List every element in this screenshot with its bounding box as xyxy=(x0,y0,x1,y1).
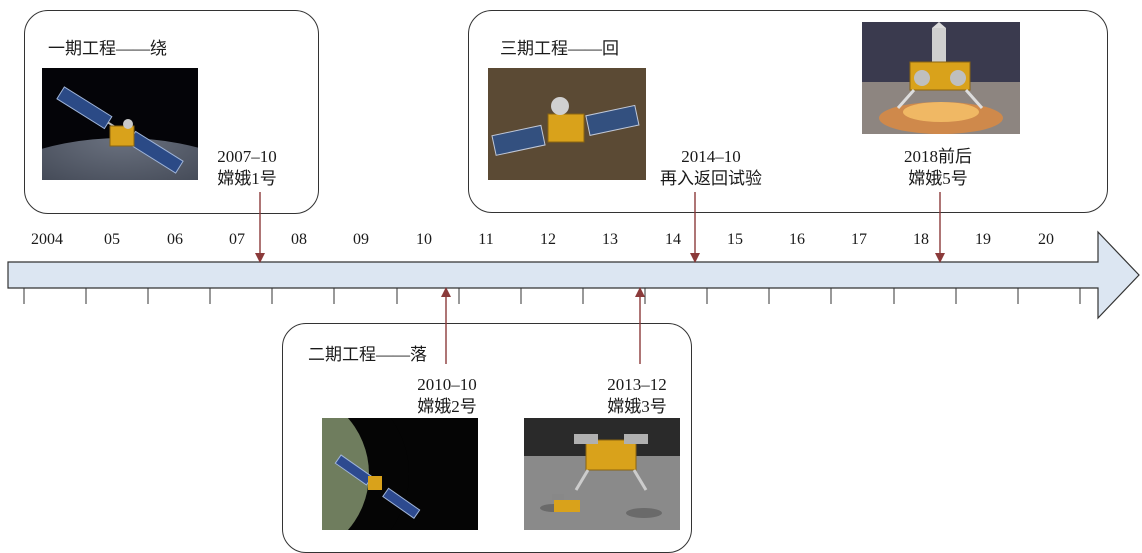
year-label-13: 13 xyxy=(602,231,618,248)
event-name-change-2: 嫦娥2号 xyxy=(417,397,477,416)
event-date-reentry-test: 2014–10 xyxy=(681,147,741,166)
event-date-change-5: 2018前后 xyxy=(904,147,972,166)
event-label-change-2: 2010–10 嫦娥2号 xyxy=(402,374,492,418)
year-label-09: 09 xyxy=(353,231,369,248)
event-name-change-3: 嫦娥3号 xyxy=(607,397,667,416)
event-name-change-1: 嫦娥1号 xyxy=(217,169,277,188)
year-label-07: 07 xyxy=(229,231,245,248)
timeline-ticks xyxy=(23,288,1081,304)
event-date-change-3: 2013–12 xyxy=(607,375,667,394)
year-label-05: 05 xyxy=(104,231,120,248)
event-label-change-1: 2007–10 嫦娥1号 xyxy=(202,146,292,190)
year-label-12: 12 xyxy=(540,231,556,248)
year-label-15: 15 xyxy=(727,231,743,248)
photo-change-5-lander xyxy=(862,22,1020,134)
event-date-change-2: 2010–10 xyxy=(417,375,477,394)
phase-title-3: 三期工程——回 xyxy=(500,39,619,58)
photo-change-3-reentry xyxy=(488,68,646,180)
year-label-2004: 2004 xyxy=(31,231,63,248)
year-label-14: 14 xyxy=(665,231,681,248)
photo-change-3-lander xyxy=(524,418,680,530)
event-label-change-5: 2018前后 嫦娥5号 xyxy=(888,146,988,190)
year-label-11: 11 xyxy=(478,231,494,248)
year-label-20: 20 xyxy=(1038,231,1054,248)
photo-change-2-orbiter xyxy=(322,418,478,530)
timeline-arrow xyxy=(7,230,1140,320)
year-label-06: 06 xyxy=(167,231,183,248)
event-date-change-1: 2007–10 xyxy=(217,147,277,166)
event-label-reentry-test: 2014–10 再入返回试验 xyxy=(646,146,776,190)
year-label-10: 10 xyxy=(416,231,432,248)
year-label-08: 08 xyxy=(291,231,307,248)
year-label-19: 19 xyxy=(975,231,991,248)
year-label-16: 16 xyxy=(789,231,805,248)
phase-title-1: 一期工程——绕 xyxy=(48,39,167,58)
year-label-17: 17 xyxy=(851,231,867,248)
photo-change-1-orbiter xyxy=(42,68,198,180)
event-name-change-5: 嫦娥5号 xyxy=(908,169,968,188)
event-label-change-3: 2013–12 嫦娥3号 xyxy=(592,374,682,418)
year-label-18: 18 xyxy=(913,231,929,248)
event-name-reentry-test: 再入返回试验 xyxy=(660,169,762,188)
phase-title-2: 二期工程——落 xyxy=(308,345,427,364)
